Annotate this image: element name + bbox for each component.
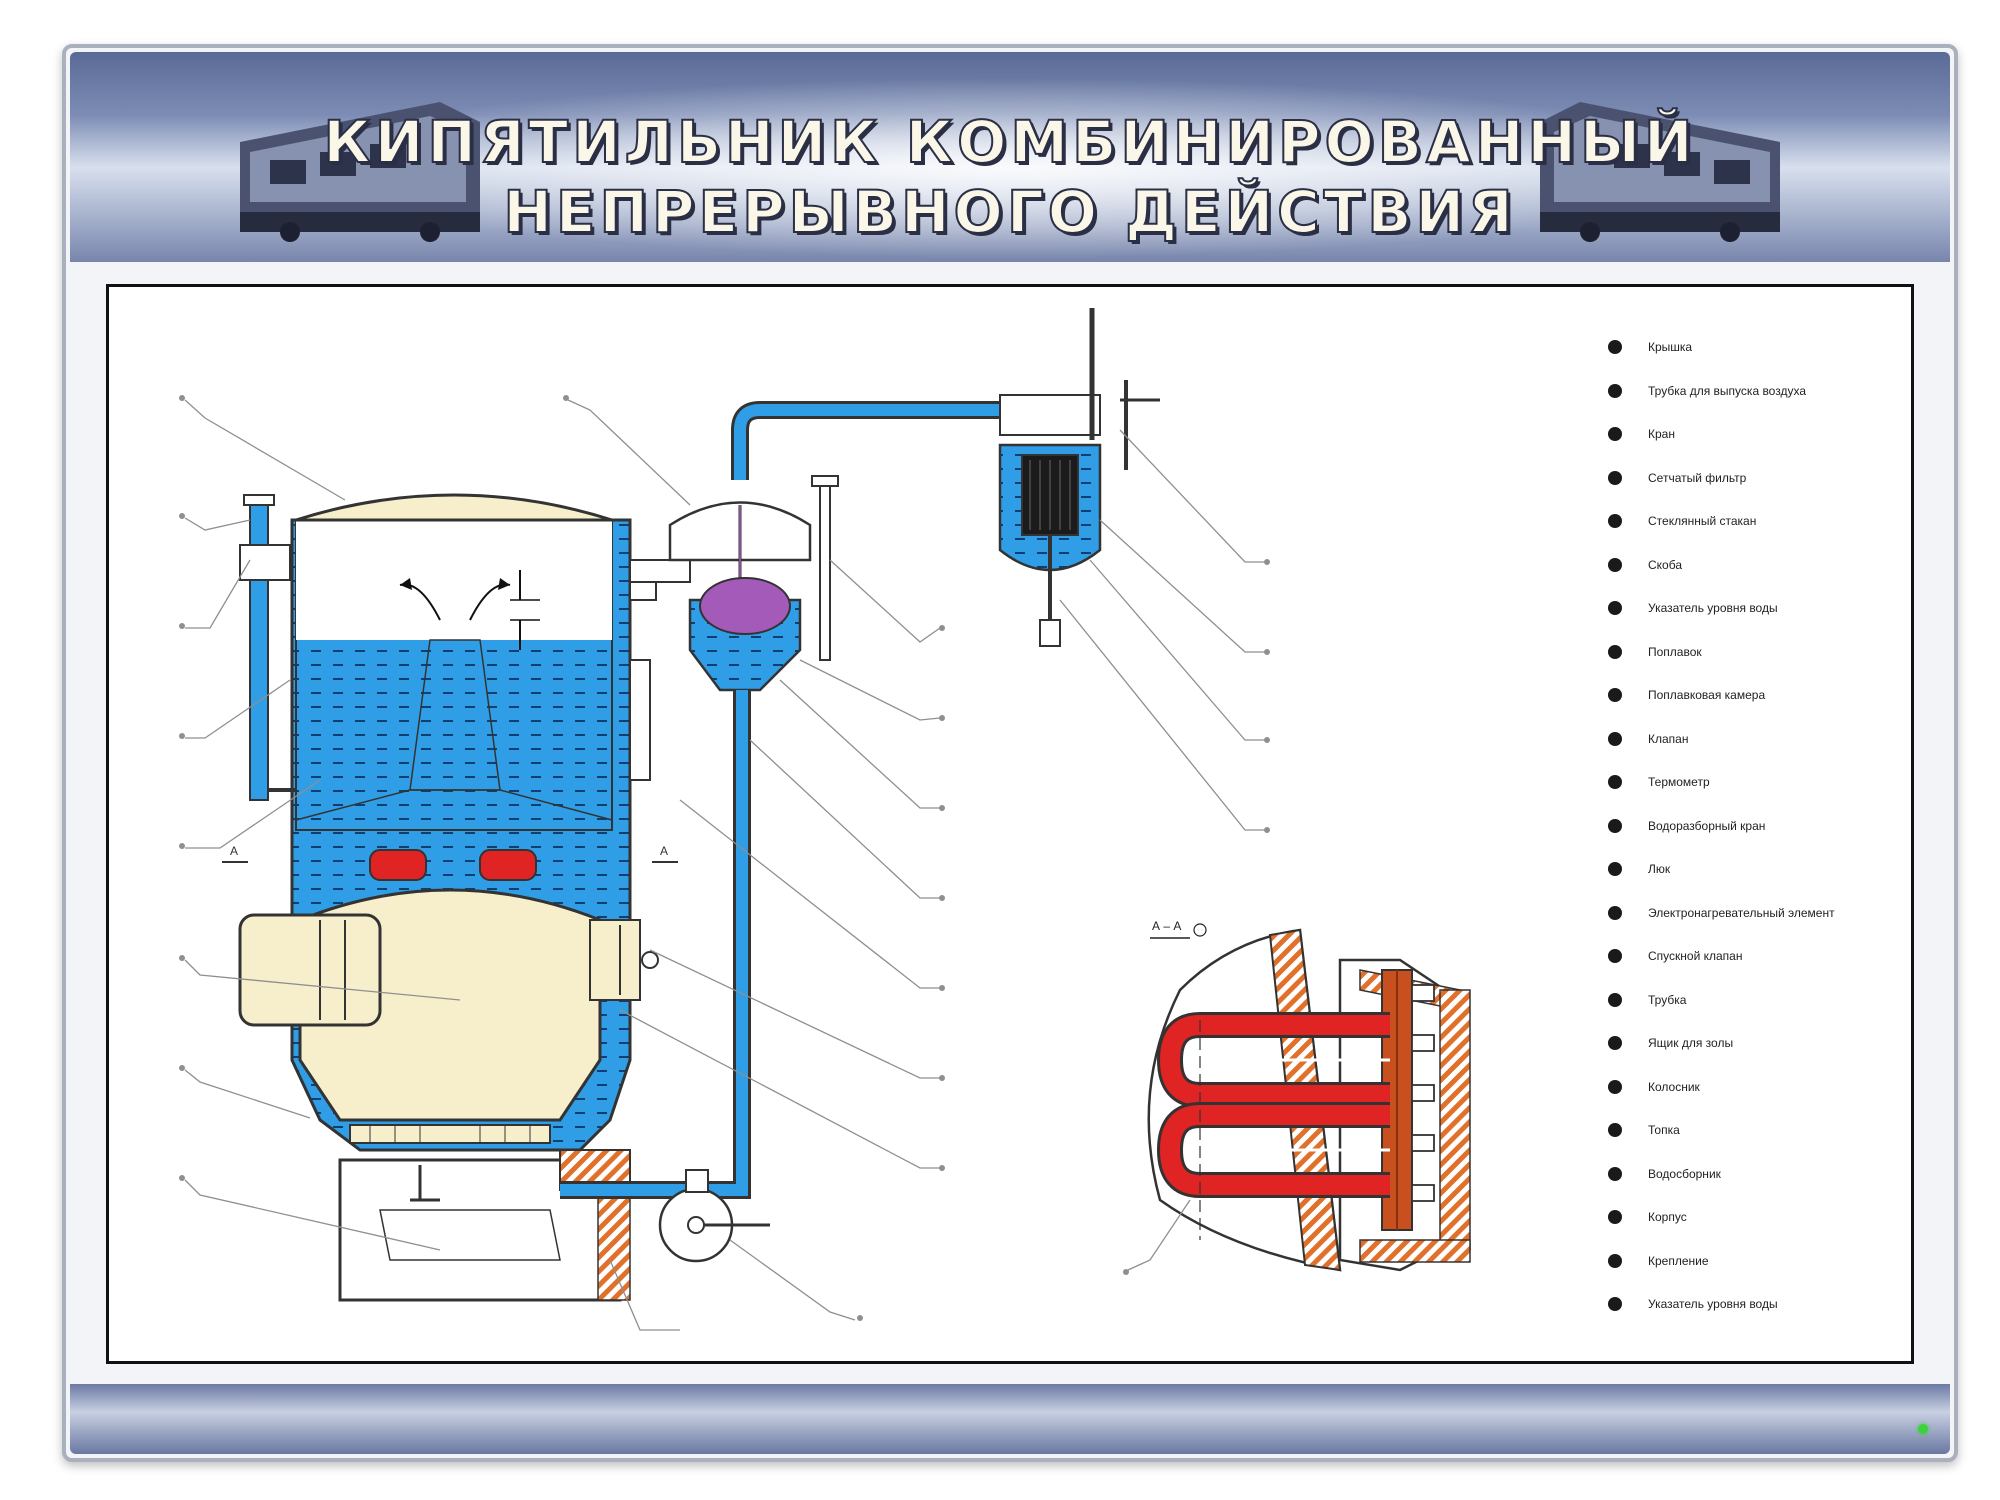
svg-text:А – А: А – А [1152, 919, 1181, 933]
legend-bullet-icon [1608, 775, 1622, 789]
section-a-a: А – А [1147, 919, 1471, 1272]
legend-bullet-icon [1608, 514, 1622, 528]
legend-item: Клапан [1608, 729, 1688, 749]
boiler-body: А А [222, 493, 678, 1302]
legend-bullet-icon [1608, 818, 1622, 833]
legend-bullet-icon [1608, 1210, 1622, 1224]
float [699, 577, 791, 635]
legend-label: Клапан [1648, 731, 1689, 746]
legend-label: Водосборник [1648, 1166, 1721, 1181]
status-led-icon [1918, 1424, 1928, 1434]
grate [349, 1124, 551, 1144]
legend-item: Крепление [1608, 1251, 1709, 1271]
legend-bullet-icon [1608, 905, 1622, 920]
legend-bullet-icon [1608, 340, 1622, 354]
legend-item: Поплавковая камера [1608, 685, 1765, 705]
legend-bullet-icon [1608, 1297, 1622, 1311]
legend-item: Указатель уровня воды [1608, 598, 1778, 618]
legend-bullet-icon [1608, 731, 1622, 746]
legend-bullet-icon [1608, 470, 1622, 485]
title-line-1: Кипятильник комбинированный [322, 107, 1697, 177]
legend-label: Сетчатый фильтр [1648, 470, 1747, 485]
legend-item: Топка [1608, 1120, 1680, 1140]
legend-label: Термометр [1648, 775, 1710, 789]
legend-item: Люк [1608, 859, 1670, 879]
legend-label: Крепление [1648, 1253, 1709, 1268]
legend-label: Указатель уровня воды [1648, 1297, 1778, 1311]
firebox-door [238, 913, 382, 1027]
legend-label: Топка [1648, 1123, 1680, 1137]
locomotive-left-image [240, 102, 480, 242]
legend-label: Крышка [1648, 340, 1693, 354]
legend-item: Электронагревательный элемент [1608, 903, 1835, 923]
legend-bullet-icon [1608, 557, 1622, 572]
legend-label: Скоба [1648, 557, 1682, 572]
legend-label: Люк [1648, 862, 1671, 876]
legend-bullet-icon [1608, 1253, 1622, 1268]
locomotive-right-image [1540, 102, 1780, 242]
legend-bullet-icon [1608, 601, 1622, 615]
legend-bullet-icon [1608, 1166, 1622, 1181]
legend-bullet-icon [1608, 644, 1622, 659]
legend-item: Корпус [1608, 1207, 1687, 1227]
legend-bullet-icon [1608, 383, 1622, 398]
footer-band [70, 1384, 1950, 1454]
legend-item: Ящик для золы [1608, 1033, 1733, 1053]
legend-bullet-icon [1608, 862, 1622, 876]
legend-item: Скоба [1608, 555, 1682, 575]
legend-label: Поплавковая камера [1648, 688, 1766, 702]
thermometer [819, 479, 831, 661]
side-hatch [589, 919, 641, 1001]
legend-label: Трубка для выпуска воздуха [1648, 383, 1807, 398]
leader-lines [184, 399, 1265, 1331]
legend-bullet-icon [1608, 992, 1622, 1007]
legend-item: Крышка [1608, 337, 1692, 357]
legend-label: Кран [1648, 427, 1675, 441]
leader-dots [179, 395, 1270, 1321]
legend-item: Трубка [1608, 990, 1686, 1010]
legend-item: Поплавок [1608, 642, 1702, 662]
legend-label: Поплавок [1648, 644, 1702, 659]
legend-item: Термометр [1608, 772, 1710, 792]
legend-label: Водоразборный кран [1648, 818, 1766, 833]
title-line-2: непрерывного действия [502, 177, 1517, 247]
legend-label: Корпус [1648, 1210, 1687, 1224]
legend-item: Трубка для выпуска воздуха [1608, 381, 1806, 401]
svg-text:А: А [660, 844, 668, 858]
legend-label: Стеклянный стакан [1648, 514, 1757, 528]
legend-bullet-icon [1608, 1079, 1622, 1094]
legend-label: Колосник [1648, 1079, 1700, 1094]
legend-item: Водоразборный кран [1608, 816, 1765, 836]
legend-item: Стеклянный стакан [1608, 511, 1756, 531]
legend-label: Спускной клапан [1648, 949, 1743, 963]
legend-label: Ящик для золы [1648, 1036, 1734, 1050]
legend-item: Указатель уровня воды [1608, 1294, 1778, 1314]
legend-label: Трубка [1648, 992, 1687, 1007]
legend-label: Указатель уровня воды [1648, 601, 1778, 615]
legend-item: Колосник [1608, 1077, 1700, 1097]
heating-element-1 [369, 849, 427, 881]
legend-item: Кран [1608, 424, 1675, 444]
legend-label: Электронагревательный элемент [1648, 905, 1835, 920]
filter-assembly [998, 308, 1160, 647]
header-banner: Кипятильник комбинированный непрерывного… [70, 52, 1950, 262]
heating-element-2 [479, 849, 537, 881]
legend-bullet-icon [1608, 1123, 1622, 1137]
lid [295, 493, 613, 522]
legend-bullet-icon [1608, 427, 1622, 441]
legend-bullet-icon [1608, 1036, 1622, 1050]
legend-bullet-icon [1608, 688, 1622, 702]
svg-text:А: А [230, 844, 238, 858]
legend-bullet-icon [1608, 949, 1622, 963]
legend-item: Водосборник [1608, 1164, 1721, 1184]
legend-item: Сетчатый фильтр [1608, 468, 1746, 488]
legend-item: Спускной клапан [1608, 946, 1742, 966]
float-chamber-assembly [560, 401, 1000, 1263]
